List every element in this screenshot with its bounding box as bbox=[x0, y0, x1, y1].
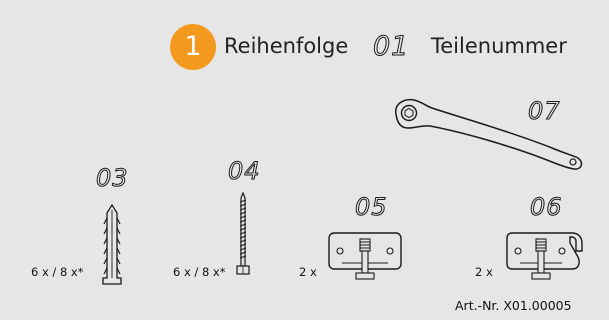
step-number: 1 bbox=[184, 31, 202, 62]
wall-plug-icon bbox=[102, 203, 122, 285]
quantity-04: 6 x / 8 x* bbox=[173, 265, 226, 279]
quantity-03: 6 x / 8 x* bbox=[31, 265, 84, 279]
part-number-label: Teilenummer bbox=[431, 34, 567, 58]
part-number-example: 01 bbox=[372, 31, 410, 63]
part-number-05: 05 bbox=[355, 193, 388, 222]
part-number-03: 03 bbox=[96, 164, 129, 193]
quantity-05: 2 x bbox=[299, 265, 317, 279]
bracket-icon bbox=[328, 232, 402, 280]
screw-icon bbox=[236, 191, 250, 275]
part-number-07: 07 bbox=[528, 97, 561, 126]
step-number-badge: 1 bbox=[170, 24, 216, 70]
quantity-06: 2 x bbox=[475, 265, 493, 279]
part-number-04: 04 bbox=[228, 157, 261, 186]
step-label: Reihenfolge bbox=[224, 34, 349, 58]
hook-bracket-icon bbox=[506, 232, 583, 280]
wrench-icon bbox=[395, 98, 583, 170]
article-number: Art.-Nr. X01.00005 bbox=[455, 298, 572, 313]
part-number-06: 06 bbox=[530, 193, 563, 222]
